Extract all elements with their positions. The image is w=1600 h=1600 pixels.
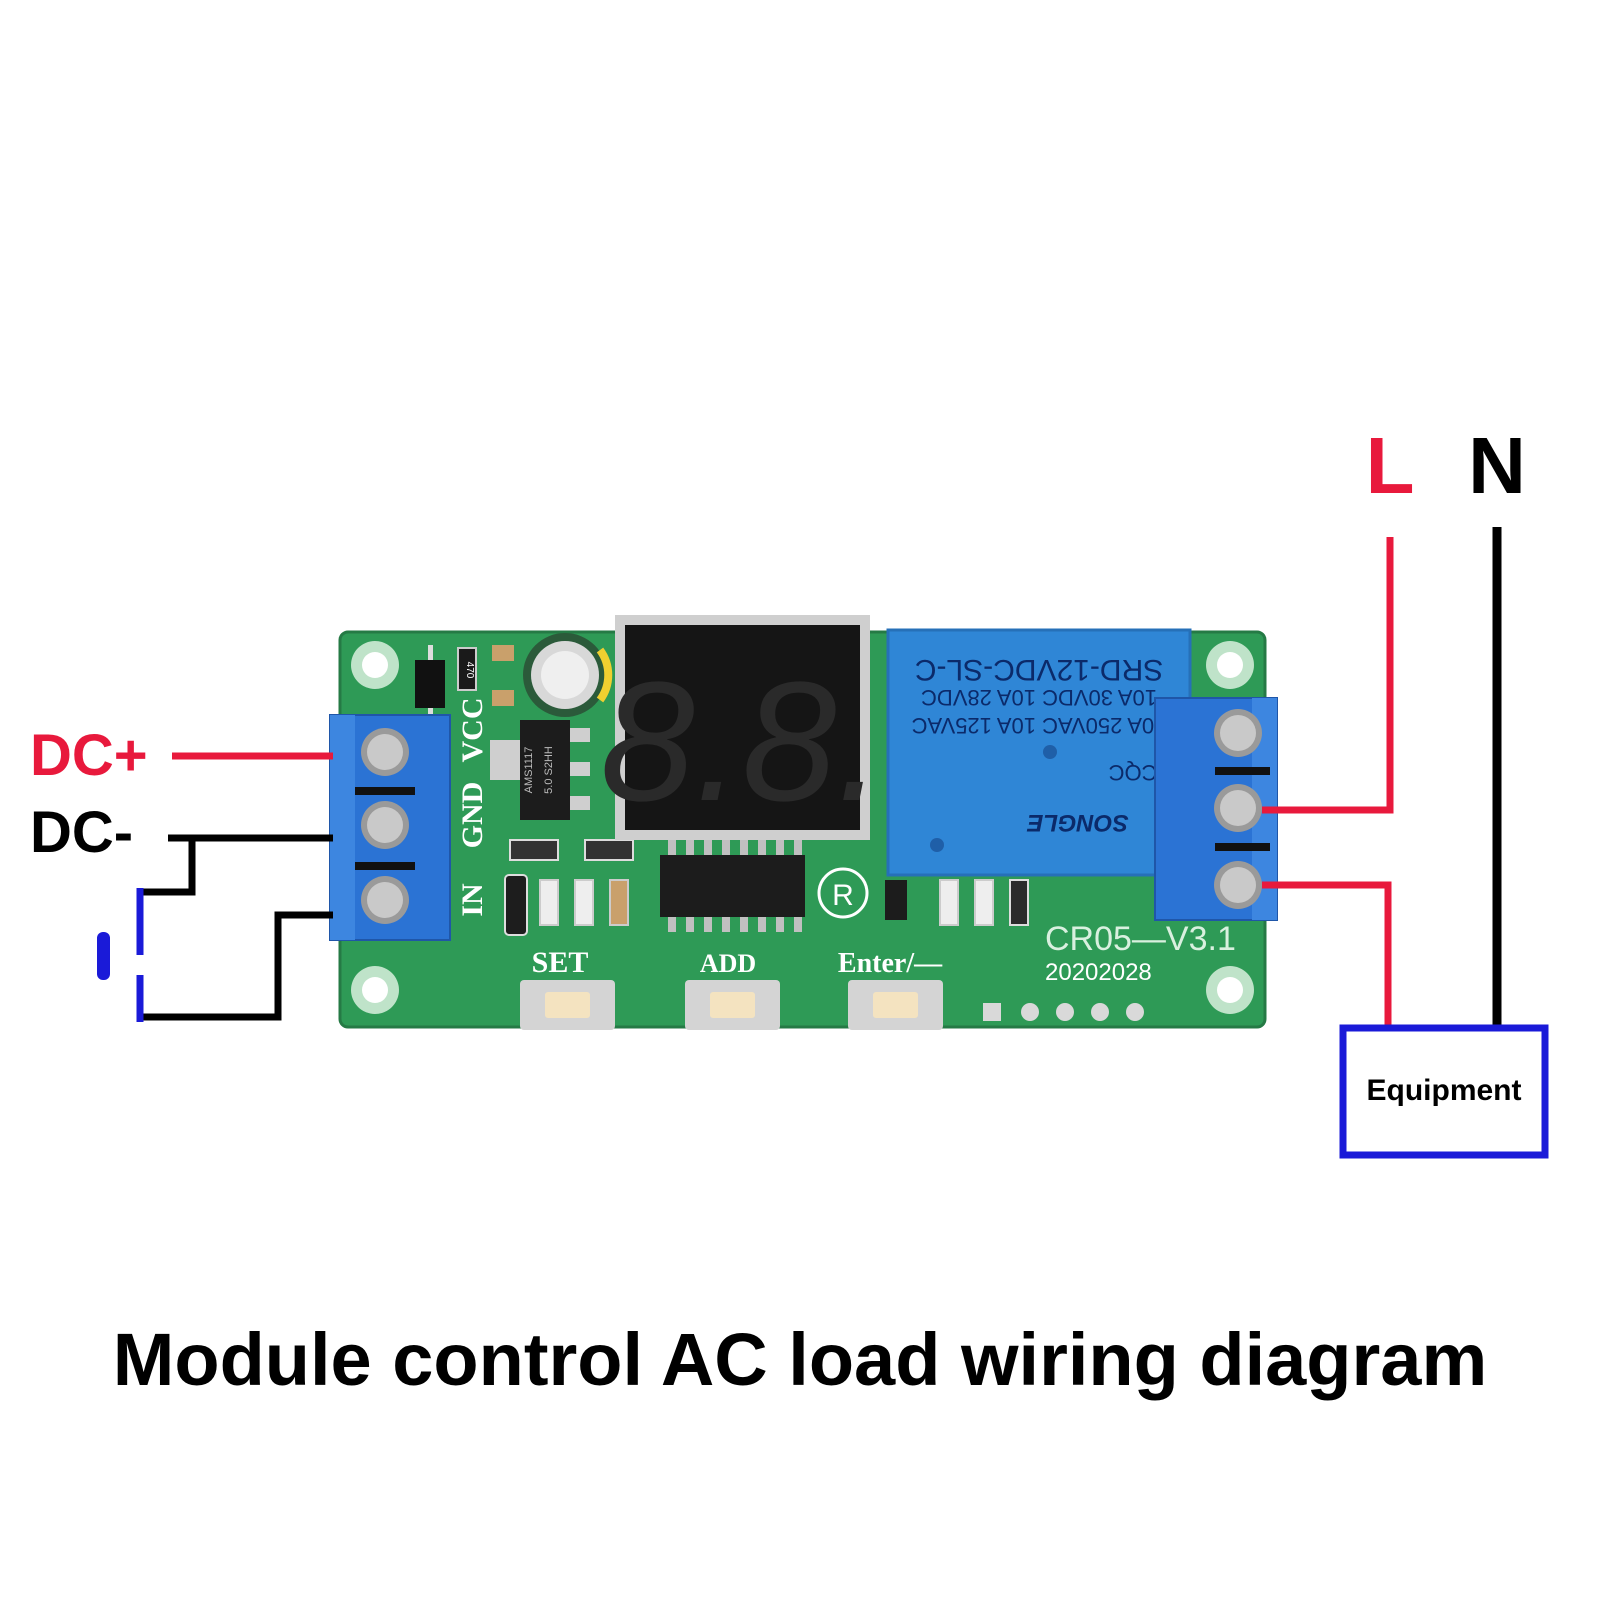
smd-component: [492, 645, 514, 661]
smd-component: [574, 879, 594, 926]
smd-component: [974, 879, 994, 926]
screw-terminal: [361, 876, 409, 924]
relay-marker: [1043, 745, 1057, 759]
button-label-set: SET: [532, 946, 589, 979]
relay-model: SRD-12VDC-SL-C: [915, 653, 1163, 686]
ic-chip: [660, 840, 805, 932]
smd-component: [492, 690, 514, 706]
mounting-hole: [1206, 966, 1254, 1014]
mounting-hole: [1206, 641, 1254, 689]
relay-brand: SONGLE: [1026, 809, 1128, 836]
diagram-caption: Module control AC load wiring diagram: [113, 1318, 1488, 1401]
dc-minus-label: DC-: [30, 800, 133, 865]
screw-terminal: [361, 728, 409, 776]
set-button[interactable]: [520, 980, 615, 1030]
relay-rating-dc: 10A 30VDC 10A 28VDC: [921, 685, 1157, 710]
regulator-marking: AMS1117: [523, 747, 535, 794]
load-wire: [1262, 881, 1392, 1025]
enter-button[interactable]: [848, 980, 943, 1030]
smd-component: [584, 839, 634, 861]
relay: SRD-12VDC-SL-C 10A 30VDC 10A 28VDC 10A 2…: [886, 628, 1192, 877]
regulator-marking-2: 5.0 S2HH: [543, 746, 555, 794]
electrolytic-capacitor: [523, 633, 613, 717]
seven-segment-display: 8.8.: [600, 615, 884, 840]
board-logo-icon: R: [817, 867, 869, 919]
dc-plus-label: DC+: [30, 723, 148, 788]
equipment-box: Equipment: [1339, 1024, 1549, 1159]
mounting-hole: [351, 966, 399, 1014]
input-wire: [140, 911, 333, 1021]
smd-component: [504, 874, 528, 936]
svg-text:R: R: [832, 879, 854, 912]
smd-component: [939, 879, 959, 926]
display-digits: 8.8.: [600, 647, 884, 837]
smd-component: [509, 839, 559, 861]
relay-marker: [930, 838, 944, 852]
transistor: [885, 880, 907, 920]
board-model: CR05—V3.1: [1045, 920, 1236, 958]
smd-component: [539, 879, 559, 926]
voltage-regulator: AMS1117 5.0 S2HH: [490, 720, 590, 820]
pin-label-vcc: VCC: [456, 698, 489, 763]
pin-label-in: IN: [456, 883, 489, 917]
mounting-hole: [351, 641, 399, 689]
add-button[interactable]: [685, 980, 780, 1030]
dc-terminal-block: [329, 714, 451, 941]
neutral-label: N: [1468, 421, 1526, 510]
dc-minus-wire: [140, 834, 333, 896]
smd-component: [415, 660, 445, 708]
live-wire: [1262, 537, 1394, 814]
resistor-marking: 470: [464, 662, 475, 679]
screw-terminal: [1214, 861, 1262, 909]
relay-rating-ac: 10A 250VAC 10A 125VAC: [911, 713, 1166, 738]
screw-terminal: [1214, 784, 1262, 832]
smd-component: [609, 879, 629, 926]
pin-label-gnd: GND: [456, 782, 489, 849]
smd-component: [428, 645, 433, 660]
relay-cert: CQC: [1108, 760, 1157, 785]
push-switch-icon: [97, 888, 144, 1022]
smd-resistor: [457, 647, 477, 691]
button-label-enter: Enter/—: [838, 948, 943, 979]
screw-terminal: [361, 801, 409, 849]
header-pads: [983, 1003, 1144, 1021]
equipment-label: Equipment: [1367, 1074, 1522, 1107]
led-indicator: [1009, 879, 1029, 926]
screw-terminal: [1214, 709, 1262, 757]
button-label-add: ADD: [700, 949, 756, 978]
line-label: L: [1366, 421, 1415, 510]
relay-terminal-block: [1154, 697, 1278, 921]
board-date: 20202028: [1045, 959, 1152, 986]
